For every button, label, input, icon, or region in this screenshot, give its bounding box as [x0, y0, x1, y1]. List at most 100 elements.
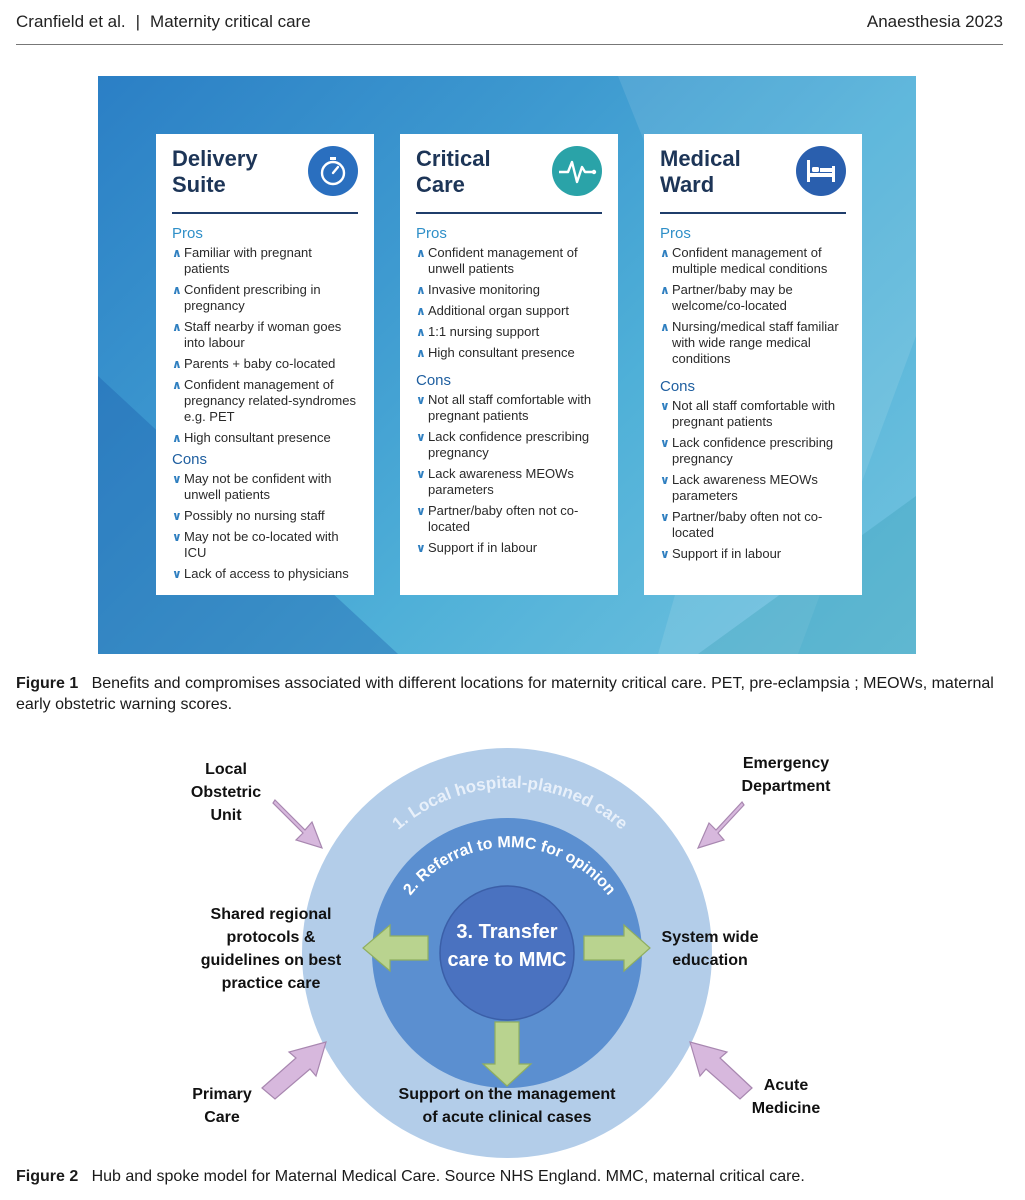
list-item: ∧Parents + baby co-located	[172, 356, 358, 372]
label-support-acute-cases: Support on the management of acute clini…	[398, 1086, 616, 1126]
list-item: ∧Confident management of unwell patients	[416, 245, 602, 277]
list-item-text: 1:1 nursing support	[428, 324, 540, 339]
con-marker-icon: ∨	[172, 530, 182, 544]
con-marker-icon: ∨	[660, 436, 670, 450]
label-acute-medicine: Acute Medicine	[751, 1077, 821, 1117]
pro-marker-icon: ∧	[416, 283, 426, 297]
list-item-text: Partner/baby may be welcome/co-located	[672, 282, 793, 313]
list-item-text: Not all staff comfortable with pregnant …	[672, 398, 836, 429]
label-shared-regional-protocols: Shared regional protocols & guidelines o…	[200, 906, 342, 992]
list-item-text: Lack confidence prescribing pregnancy	[428, 429, 590, 460]
list-item-text: Not all staff comfortable with pregnant …	[428, 392, 592, 423]
list-item-text: Confident management of multiple medical…	[672, 245, 828, 276]
con-marker-icon: ∨	[660, 473, 670, 487]
list-item-text: Parents + baby co-located	[184, 356, 336, 371]
list-item: ∨Lack confidence prescribing pregnancy	[416, 429, 602, 461]
con-marker-icon: ∨	[172, 509, 182, 523]
pro-marker-icon: ∧	[660, 283, 670, 297]
list-item: ∧Nursing/medical staff familiar with wid…	[660, 319, 846, 367]
list-item: ∧Confident prescribing in pregnancy	[172, 282, 358, 314]
list-item: ∨Partner/baby often not co-located	[416, 503, 602, 535]
card-critical-care: Critical Care Pros ∧Confident management…	[400, 134, 618, 595]
purple-arrow-top-left	[272, 799, 324, 849]
pro-marker-icon: ∧	[660, 320, 670, 334]
con-marker-icon: ∨	[172, 567, 182, 581]
pro-marker-icon: ∧	[416, 325, 426, 339]
list-item-text: Additional organ support	[428, 303, 569, 318]
list-item: ∨Possibly no nursing staff	[172, 508, 358, 524]
figure-1-label: Figure 1	[16, 675, 79, 692]
list-item: ∧Confident management of multiple medica…	[660, 245, 846, 277]
list-item-text: Confident management of unwell patients	[428, 245, 578, 276]
card-title: Delivery Suite	[172, 146, 258, 197]
hospital-bed-icon	[796, 146, 846, 196]
header-separator: |	[135, 12, 141, 31]
list-item-text: Partner/baby often not co-located	[428, 503, 579, 534]
list-item: ∨Lack awareness MEOWs parameters	[416, 466, 602, 498]
list-item: ∨Lack confidence prescribing pregnancy	[660, 435, 846, 467]
label-emergency-department: Emergency Department	[741, 755, 831, 795]
stopwatch-icon	[308, 146, 358, 196]
list-item: ∨Not all staff comfortable with pregnant…	[660, 398, 846, 430]
purple-arrow-bottom-right	[689, 1041, 753, 1100]
list-item-text: Partner/baby often not co-located	[672, 509, 823, 540]
list-item: ∨Support if in labour	[416, 540, 602, 556]
pro-marker-icon: ∧	[172, 431, 182, 445]
pro-marker-icon: ∧	[172, 357, 182, 371]
list-item-text: Support if in labour	[672, 546, 782, 561]
running-header: Cranfield et al. | Maternity critical ca…	[16, 12, 1003, 45]
figure-2: 1. Local hospital-planned care 2. Referr…	[150, 740, 870, 1160]
list-item-text: Nursing/medical staff familiar with wide…	[672, 319, 839, 366]
list-item: ∨May not be co-located with ICU	[172, 529, 358, 561]
cons-heading: Cons	[172, 451, 208, 468]
con-marker-icon: ∨	[172, 472, 182, 486]
pros-heading: Pros	[660, 225, 691, 242]
center-label-line1: 3. Transfer	[456, 921, 557, 943]
pros-heading: Pros	[172, 225, 203, 242]
pros-heading: Pros	[416, 225, 447, 242]
list-item-text: Lack awareness MEOWs parameters	[672, 472, 818, 503]
list-item: ∧Familiar with pregnant patients	[172, 245, 358, 277]
con-marker-icon: ∨	[660, 547, 670, 561]
list-item: ∨Partner/baby often not co-located	[660, 509, 846, 541]
con-marker-icon: ∨	[416, 393, 426, 407]
heartbeat-monitor-icon	[552, 146, 602, 196]
list-item: ∧High consultant presence	[416, 345, 602, 361]
pro-marker-icon: ∧	[172, 283, 182, 297]
figure-1-caption: Figure 1 Benefits and compromises associ…	[16, 673, 1007, 715]
figure-2-caption: Figure 2 Hub and spoke model for Materna…	[16, 1166, 1007, 1187]
list-item: ∧Confident management of pregnancy relat…	[172, 377, 358, 425]
list-item-text: Confident management of pregnancy relate…	[184, 377, 356, 424]
hub-spoke-diagram: 1. Local hospital-planned care 2. Referr…	[261, 748, 753, 1158]
header-section: Maternity critical care	[150, 12, 311, 31]
center-label-line2: care to MMC	[448, 949, 567, 971]
con-marker-icon: ∨	[416, 504, 426, 518]
pro-marker-icon: ∧	[172, 246, 182, 260]
label-local-obstetric-unit: Local Obstetric Unit	[190, 761, 262, 824]
card-delivery-suite: Delivery Suite Pros ∧Familiar with pregn…	[156, 134, 374, 595]
list-item-text: Lack awareness MEOWs parameters	[428, 466, 574, 497]
list-item: ∨Lack awareness MEOWs parameters	[660, 472, 846, 504]
figure-2-label: Figure 2	[16, 1168, 79, 1185]
list-item: ∧1:1 nursing support	[416, 324, 602, 340]
con-marker-icon: ∨	[660, 510, 670, 524]
list-item: ∧Invasive monitoring	[416, 282, 602, 298]
purple-arrow-top-right	[696, 801, 745, 849]
label-primary-care: Primary Care	[192, 1086, 252, 1126]
cons-heading: Cons	[416, 372, 452, 389]
green-arrow-right	[583, 923, 651, 973]
list-item: ∨Not all staff comfortable with pregnant…	[416, 392, 602, 424]
list-item-text: Invasive monitoring	[428, 282, 540, 297]
list-item-text: High consultant presence	[428, 345, 575, 360]
con-marker-icon: ∨	[416, 467, 426, 481]
list-item-text: May not be confident with unwell patient…	[184, 471, 332, 502]
list-item-text: High consultant presence	[184, 430, 331, 445]
card-title: Critical Care	[416, 146, 491, 197]
pro-marker-icon: ∧	[172, 320, 182, 334]
list-item: ∧Partner/baby may be welcome/co-located	[660, 282, 846, 314]
pro-marker-icon: ∧	[660, 246, 670, 260]
header-authors: Cranfield et al.	[16, 12, 126, 31]
label-system-wide-education: System wide education	[661, 929, 759, 969]
figure-1: Delivery Suite Pros ∧Familiar with pregn…	[98, 76, 916, 654]
figure-1-caption-text: Benefits and compromises associated with…	[16, 675, 994, 713]
